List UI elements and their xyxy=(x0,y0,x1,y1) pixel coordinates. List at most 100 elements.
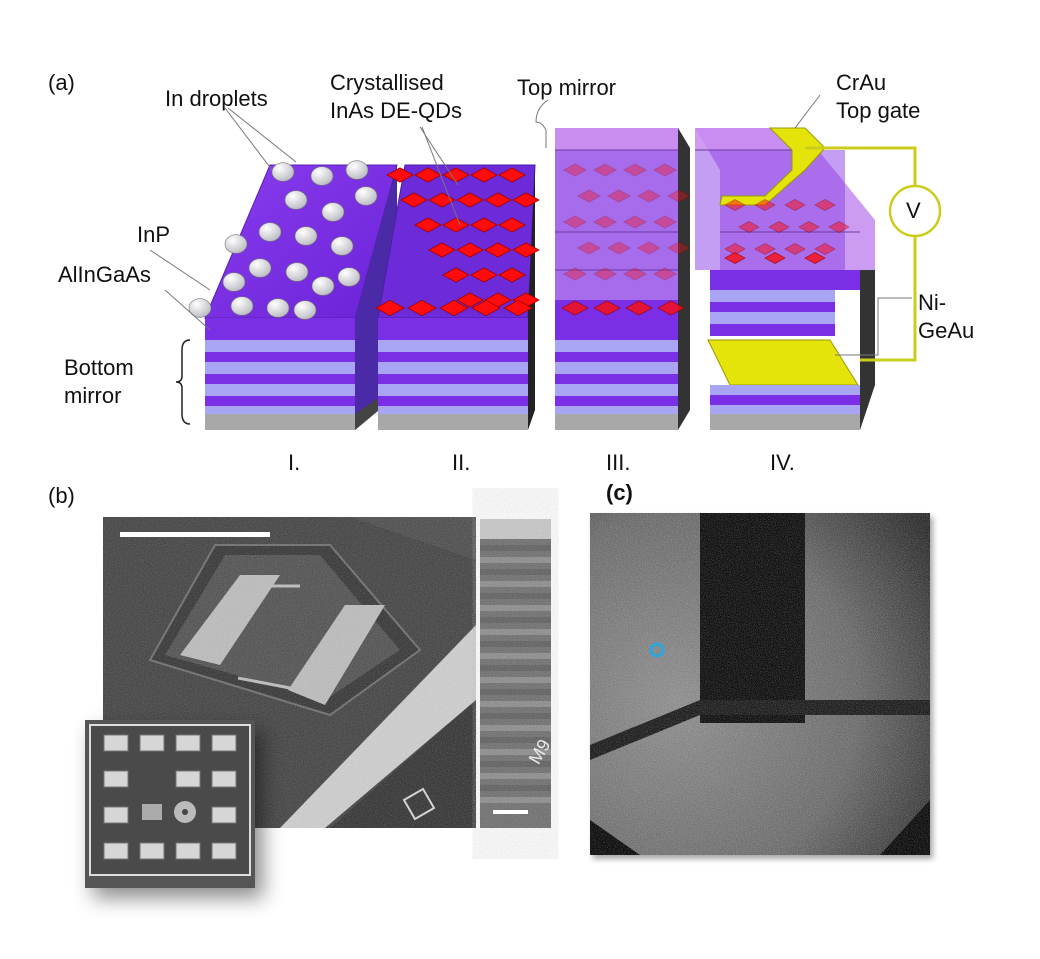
top-mirror-label: Top mirror xyxy=(517,75,617,100)
quantum-dot xyxy=(754,199,776,211)
quantum-dot xyxy=(414,217,442,233)
quantum-dot xyxy=(407,299,437,317)
in-droplet xyxy=(354,186,378,206)
quantum-dot xyxy=(623,267,647,281)
quantum-dot xyxy=(512,192,540,208)
quantum-dot xyxy=(653,163,677,177)
quantum-dot xyxy=(814,199,836,211)
in-droplet xyxy=(294,226,318,246)
in-droplet xyxy=(248,258,272,278)
quantum-dot xyxy=(563,215,587,229)
bottom-mirror-stack-3 xyxy=(555,340,678,430)
quantum-dot xyxy=(607,241,631,255)
voltmeter-icon xyxy=(888,184,942,238)
quantum-dot xyxy=(484,192,512,208)
in-droplet xyxy=(258,222,282,242)
stage-4-label: IV. xyxy=(770,450,795,475)
annotation-lines xyxy=(149,94,912,356)
quantum-dots xyxy=(375,163,850,317)
quantum-dot xyxy=(754,243,776,255)
quantum-dot xyxy=(456,242,484,258)
in-droplet xyxy=(337,267,361,287)
quantum-dot xyxy=(442,217,470,233)
nigeau-label-1: Ni- xyxy=(918,290,947,315)
quantum-dot xyxy=(724,243,746,255)
quantum-dot xyxy=(828,221,850,233)
quantum-dot xyxy=(653,215,677,229)
quantum-dot xyxy=(637,189,661,203)
quantum-dot xyxy=(561,300,589,316)
block-stage-4 xyxy=(695,127,875,430)
quantum-dot xyxy=(764,252,786,264)
bottom-mirror-label-2: mirror xyxy=(64,383,122,408)
in-droplets-label: In droplets xyxy=(165,86,268,111)
in-droplet xyxy=(188,298,212,318)
tem-crosssection xyxy=(480,519,551,828)
quantum-dot xyxy=(784,243,806,255)
quantum-dot xyxy=(577,241,601,255)
quantum-dot xyxy=(484,242,512,258)
in-droplet xyxy=(345,160,369,180)
quantum-dot xyxy=(471,299,501,317)
quantum-dot xyxy=(724,252,746,264)
quantum-dot xyxy=(593,163,617,177)
quantum-dot xyxy=(637,241,661,255)
stage-3-label: III. xyxy=(606,450,631,475)
quantum-dot xyxy=(593,300,621,316)
alingaas-label: AlInGaAs xyxy=(58,262,151,287)
quantum-dot xyxy=(738,221,760,233)
panel-b-label: (b) xyxy=(48,483,75,508)
in-droplet xyxy=(311,276,335,296)
quantum-dot xyxy=(503,299,533,317)
voltmeter-label: V xyxy=(906,198,921,223)
quantum-dot xyxy=(814,243,836,255)
bottom-mirror-brace xyxy=(175,339,191,425)
in-droplet xyxy=(266,298,290,318)
quantum-dot xyxy=(593,267,617,281)
crau-top-gate xyxy=(719,127,826,206)
quantum-dot xyxy=(386,167,414,183)
bottom-mirror-stack-4 xyxy=(710,385,860,430)
quantum-dot xyxy=(498,267,526,283)
quantum-dot xyxy=(428,242,456,258)
inset-device-array-detail xyxy=(89,724,251,876)
stage-1-label: I. xyxy=(288,450,301,475)
crau-label-1: CrAu xyxy=(836,70,887,95)
quantum-dot xyxy=(623,215,647,229)
quantum-dot xyxy=(798,221,820,233)
quantum-dot xyxy=(653,267,677,281)
quantum-dot xyxy=(667,241,691,255)
nigeau-label-2: GeAu xyxy=(918,318,975,343)
quantum-dot xyxy=(470,217,498,233)
crau-label-2: Top gate xyxy=(836,98,921,123)
quantum-dot xyxy=(400,192,428,208)
crystallised-label-1: Crystallised xyxy=(330,70,444,95)
quantum-dot xyxy=(498,167,526,183)
in-droplet xyxy=(285,262,309,282)
quantum-dot xyxy=(577,189,601,203)
quantum-dot xyxy=(439,299,469,317)
quantum-dot xyxy=(563,163,587,177)
quantum-dot xyxy=(607,189,631,203)
block-stage-3 xyxy=(555,128,690,430)
panel-c-label: (c) xyxy=(606,480,633,505)
stage-2-label: II. xyxy=(452,450,471,475)
in-droplet xyxy=(271,162,295,182)
quantum-dot xyxy=(625,300,653,316)
in-droplet xyxy=(321,202,345,222)
quantum-dot xyxy=(470,267,498,283)
inp-label: InP xyxy=(137,222,171,247)
quantum-dot xyxy=(375,299,405,317)
panel-a-label: (a) xyxy=(48,70,75,95)
quantum-dot xyxy=(784,199,806,211)
quantum-dot xyxy=(470,167,498,183)
quantum-dot xyxy=(657,300,685,316)
selection-marker xyxy=(649,642,665,658)
bottom-mirror-label-1: Bottom xyxy=(64,355,134,380)
quantum-dot xyxy=(768,221,790,233)
quantum-dot xyxy=(593,215,617,229)
voltmeter-circuit xyxy=(805,146,942,362)
in-droplet xyxy=(224,234,248,254)
